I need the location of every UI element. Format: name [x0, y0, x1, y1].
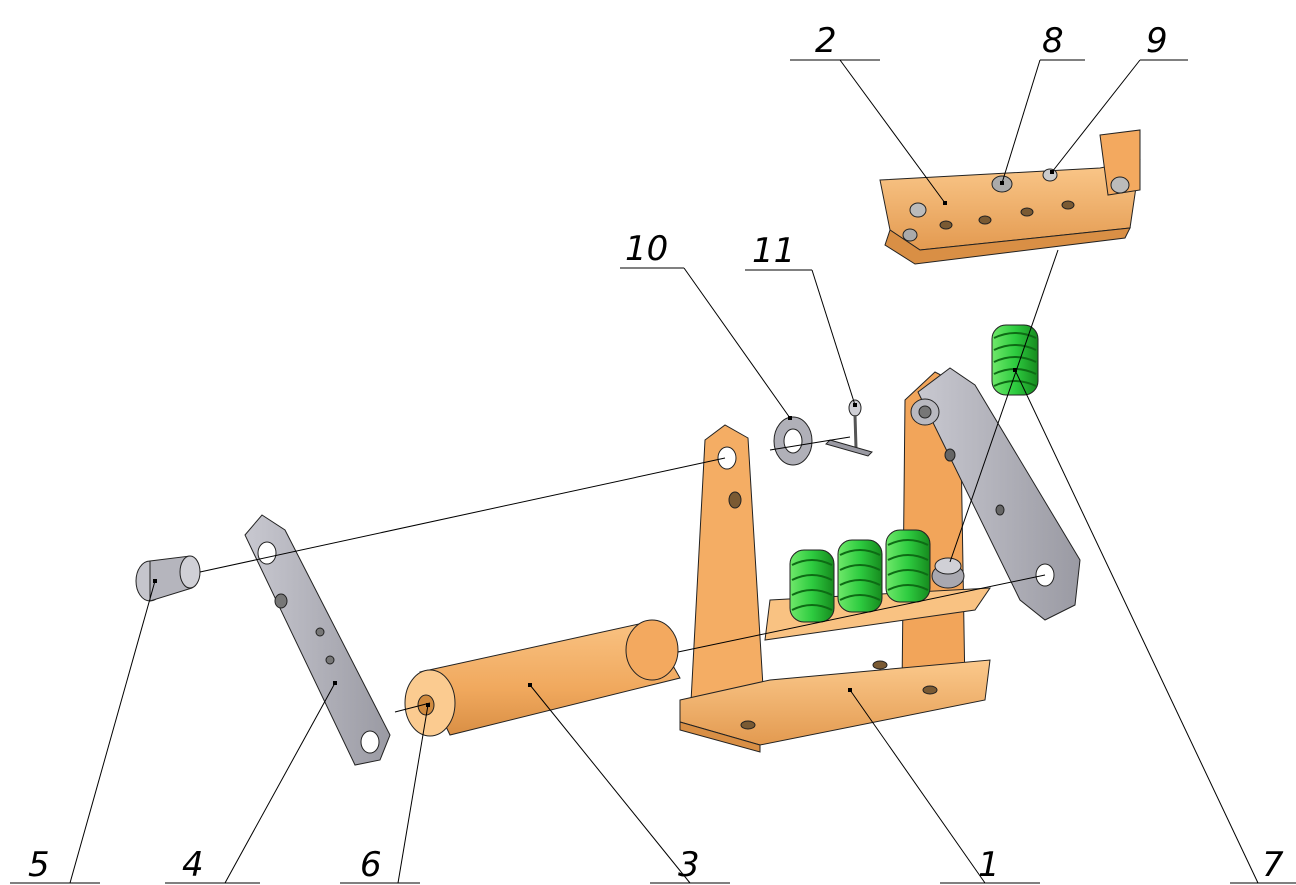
callout-11: 11	[752, 231, 795, 271]
base-frame-part	[679, 367, 1081, 753]
washer-part	[773, 416, 813, 466]
leader-lines	[10, 59, 1296, 884]
spring-part-upper	[991, 324, 1039, 396]
callout-9: 9	[1146, 21, 1168, 61]
callout-labels: 1 2 3 4 5 6 7 8 9 10 11	[28, 21, 1284, 885]
roller-part	[404, 619, 681, 737]
callout-4: 4	[182, 845, 204, 885]
top-bracket-part	[879, 129, 1141, 265]
callout-7: 7	[1262, 845, 1284, 885]
callout-1: 1	[978, 845, 1000, 885]
callout-2: 2	[815, 21, 837, 61]
callout-6: 6	[360, 845, 382, 885]
springs-on-shelf	[789, 529, 931, 623]
link-plate-part	[244, 514, 391, 766]
cotter-pin-part	[825, 399, 873, 457]
callout-8: 8	[1042, 21, 1064, 61]
callout-10: 10	[625, 229, 668, 269]
callout-5: 5	[28, 845, 50, 885]
leader-dots	[153, 170, 1054, 707]
callout-3: 3	[678, 845, 700, 885]
pin-part	[135, 555, 201, 602]
assembly-axis-lines	[199, 249, 1059, 713]
